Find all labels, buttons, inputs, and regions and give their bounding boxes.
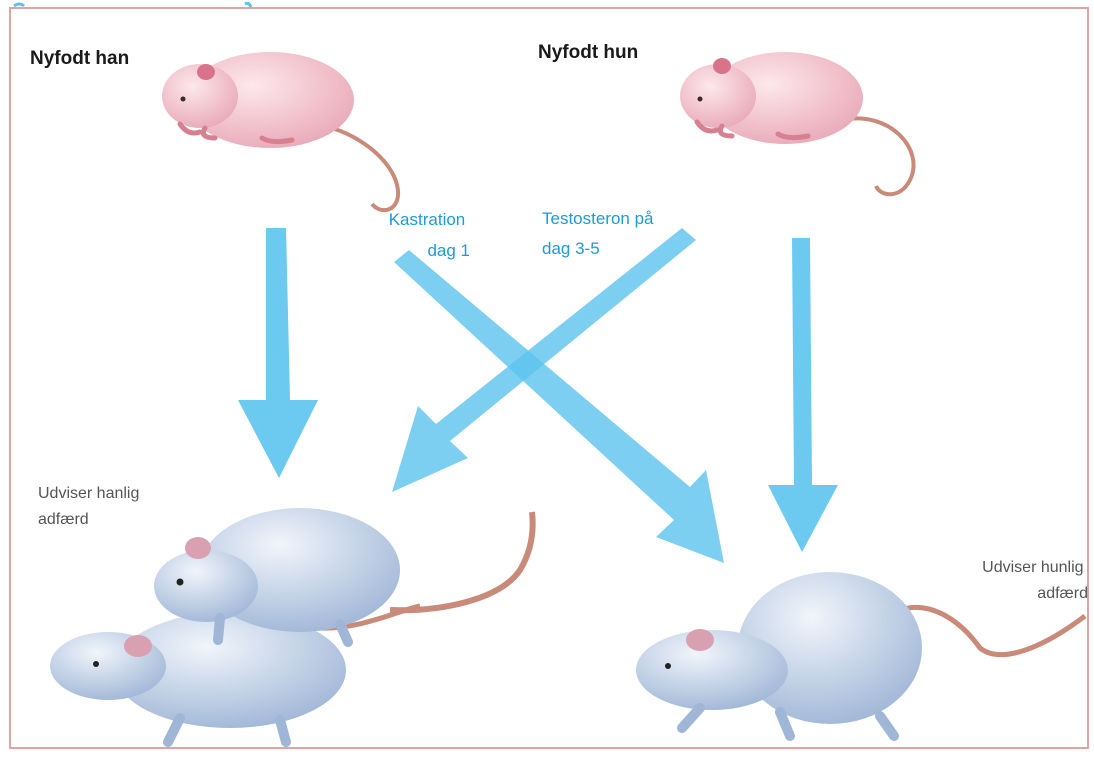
label-male-behavior-line2: adfærd bbox=[38, 511, 89, 528]
arrow-testosterone bbox=[392, 228, 696, 492]
label-female-behavior: Udviser hunlig adfærd bbox=[982, 559, 1088, 602]
label-castration-line1: Kastration bbox=[389, 210, 466, 229]
label-castration-line2: dag 1 bbox=[427, 241, 470, 260]
label-newborn-female: Nyfodt hun bbox=[538, 42, 638, 63]
label-female-behavior-line1: Udviser hunlig bbox=[982, 559, 1083, 576]
label-castration: Kastration dag 1 bbox=[389, 210, 470, 260]
label-testosterone-line1: Testosteron på bbox=[542, 209, 654, 228]
label-testosterone-line2: dag 3-5 bbox=[542, 239, 600, 258]
label-male-behavior-line1: Udviser hanlig bbox=[38, 485, 139, 502]
adult-rat-icon-female bbox=[636, 572, 1085, 736]
arrow-male-down bbox=[238, 228, 318, 478]
label-newborn-male: Nyfodt han bbox=[30, 48, 129, 69]
label-female-behavior-line2: adfærd bbox=[1037, 585, 1088, 602]
label-testosterone: Testosteron på dag 3-5 bbox=[542, 209, 658, 258]
label-male-behavior: Udviser hanlig adfærd bbox=[38, 485, 144, 528]
rat-pup-icon-female bbox=[680, 52, 914, 194]
arrow-female-down bbox=[768, 238, 838, 552]
arrow-castration bbox=[394, 250, 724, 563]
header-scribble bbox=[14, 3, 251, 7]
rat-pup-icon-male bbox=[162, 52, 398, 210]
adult-rat-icon-lower bbox=[50, 606, 420, 742]
